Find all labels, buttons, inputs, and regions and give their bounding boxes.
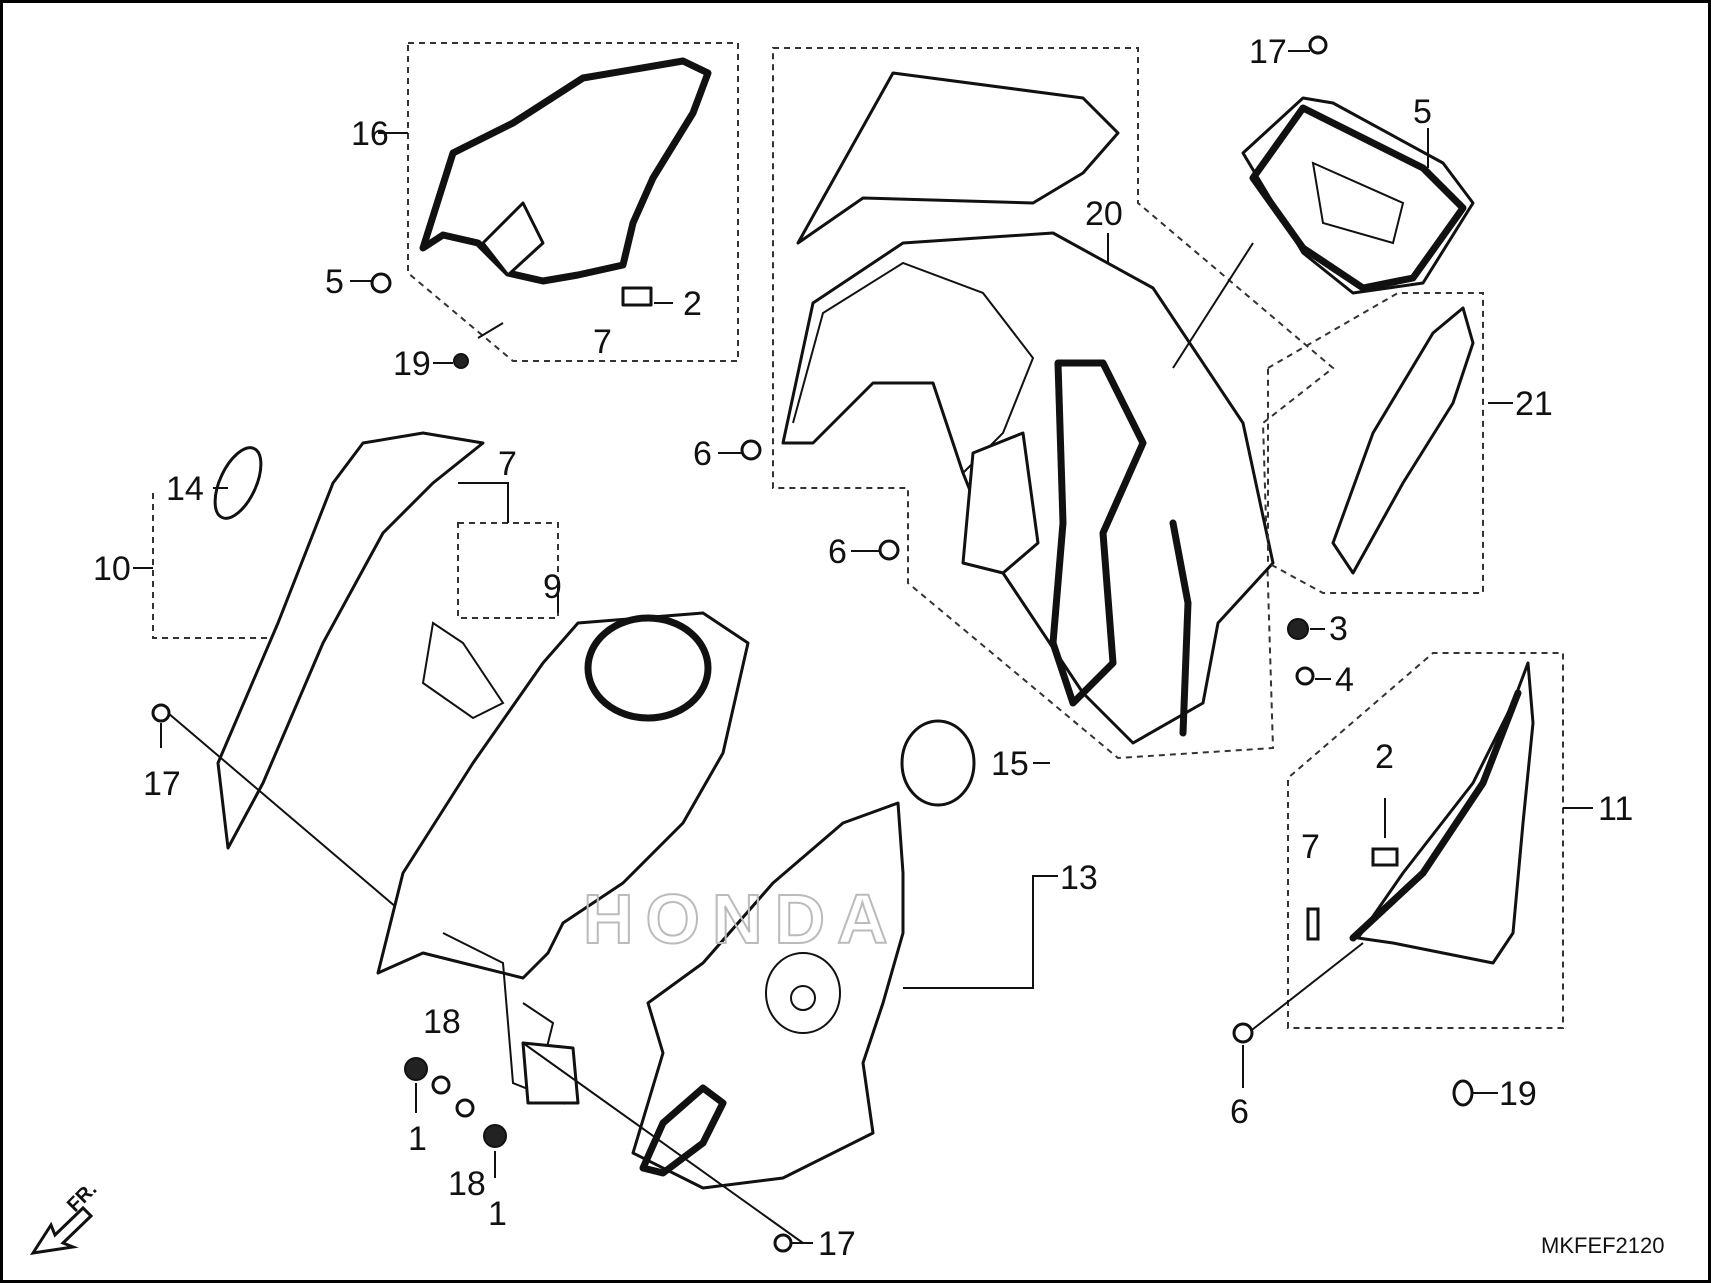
callout-18-a: 18	[423, 1003, 461, 1041]
group-13-side-panel	[1247, 652, 1564, 1034]
callout-2-a: 2	[683, 285, 702, 323]
watermark: HONDA	[583, 880, 900, 958]
callout-20: 20	[1085, 195, 1123, 233]
callout-12: 16	[351, 115, 389, 153]
group-11-side-panel	[152, 431, 485, 914]
callout-1-a: 1	[408, 1120, 427, 1158]
callout-17-c: 17	[818, 1225, 856, 1263]
callout-7-a: 7	[593, 323, 612, 361]
callout-11: 10	[93, 550, 131, 588]
callout-labels: 16 5 2 7 19 6 6 17 5 20 21 3 4 14 10 7 9…	[93, 33, 1633, 1263]
callout-3: 3	[1329, 610, 1348, 648]
callout-21: 21	[1515, 385, 1553, 423]
group-21-trim	[1267, 292, 1484, 594]
diagram-code: MKFEF2120	[1541, 1233, 1665, 1258]
callout-17-b: 17	[143, 765, 181, 803]
callout-18-b: 18	[448, 1165, 486, 1203]
group-5-bracket	[1172, 96, 1475, 369]
callout-19-b: 19	[1499, 1075, 1537, 1113]
group-14-lower-cover	[522, 719, 976, 1244]
callout-6-a: 5	[325, 263, 344, 301]
callout-13: 11	[1598, 790, 1633, 828]
callout-5: 5	[1413, 93, 1432, 131]
callout-1-b: 1	[488, 1195, 507, 1233]
callout-6-b: 6	[693, 435, 712, 473]
callout-17-a: 17	[1249, 33, 1287, 71]
leader-lines	[133, 50, 1593, 1244]
callout-15: 14	[166, 470, 204, 508]
arrow-icon	[29, 1205, 94, 1255]
front-direction-indicator: FR.	[29, 1178, 101, 1255]
direction-label: FR.	[63, 1178, 101, 1216]
callout-7-b: 7	[1301, 828, 1320, 866]
fasteners	[151, 35, 1474, 1253]
group-12-cover	[407, 42, 739, 362]
callout-19-a: 19	[393, 345, 431, 383]
parts-diagram: HONDA 16 5 2 7 19 6 6 17 5 20 21 3 4 14 …	[29, 33, 1665, 1263]
group-20-upper-cowl	[772, 47, 1335, 760]
callout-2-b: 2	[1375, 738, 1394, 776]
callout-9: 7	[498, 445, 517, 483]
callout-6-d: 6	[1230, 1093, 1249, 1131]
group-10-tank-cover	[376, 522, 750, 1105]
callout-16: 15	[991, 745, 1029, 783]
callout-14: 13	[1060, 859, 1098, 897]
callout-4: 4	[1335, 661, 1354, 699]
callout-6-c: 6	[828, 533, 847, 571]
callout-10: 9	[543, 568, 562, 606]
